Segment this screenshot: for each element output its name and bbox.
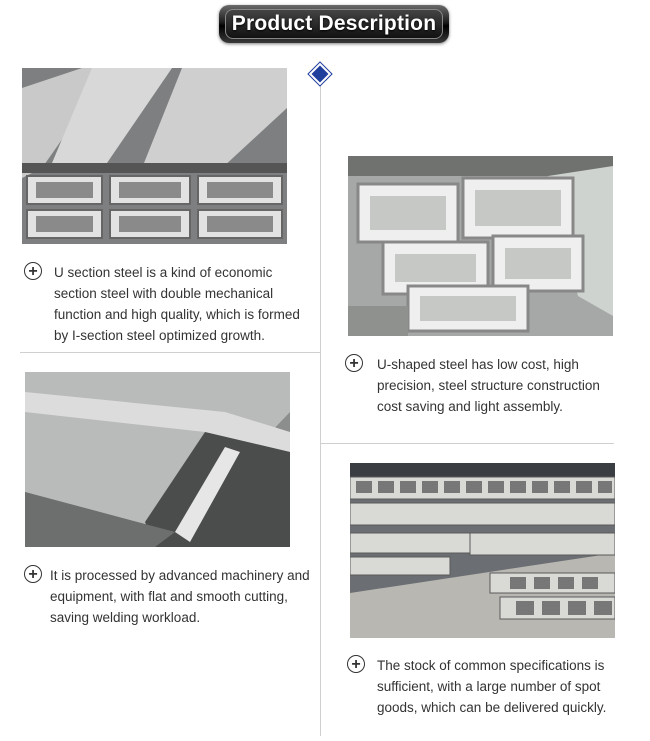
- caption-4: + The stock of common specifications is …: [347, 655, 617, 718]
- plus-circle-icon: +: [347, 655, 365, 673]
- product-photo-channel-closeup: [25, 372, 290, 547]
- caption-2: + U-shaped steel has low cost, high prec…: [345, 354, 615, 417]
- plus-circle-icon: +: [345, 354, 363, 372]
- left-divider: [20, 352, 320, 353]
- product-photo-warehouse-stock: [350, 463, 615, 638]
- product-photo-channel-ends: [348, 156, 613, 336]
- title-frame: Product Description: [225, 9, 443, 39]
- product-photo-stacked-channels: [22, 68, 287, 244]
- plus-circle-icon: +: [24, 565, 42, 583]
- caption-3: + It is processed by advanced machinery …: [24, 565, 316, 628]
- caption-2-text: U-shaped steel has low cost, high precis…: [377, 357, 600, 414]
- plus-circle-icon: +: [24, 262, 42, 280]
- center-divider: [320, 76, 321, 736]
- diamond-icon: [307, 61, 333, 87]
- caption-3-text: It is processed by advanced machinery an…: [50, 568, 310, 625]
- right-divider: [320, 443, 614, 444]
- title-banner: Product Description: [219, 5, 449, 43]
- caption-1-text: U section steel is a kind of economic se…: [54, 265, 300, 343]
- caption-1: + U section steel is a kind of economic …: [24, 262, 314, 346]
- caption-4-text: The stock of common specifications is su…: [377, 658, 607, 715]
- page-title: Product Description: [231, 12, 437, 35]
